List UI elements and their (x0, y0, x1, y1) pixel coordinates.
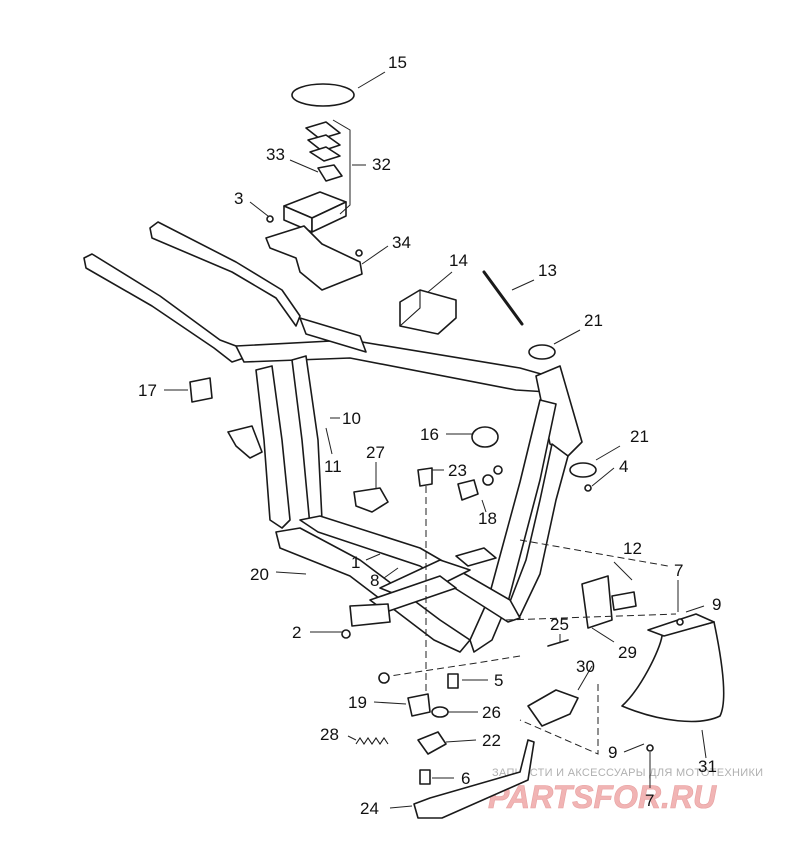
bracket-part (527, 689, 579, 727)
callout-9-top: 9 (712, 595, 721, 614)
callout-5: 5 (494, 671, 503, 690)
callout-8: 8 (370, 571, 379, 590)
spring-part (355, 737, 389, 745)
callout-10: 10 (342, 409, 361, 428)
screw-part (355, 249, 363, 257)
fuse-block-part (317, 164, 343, 182)
cover-part (399, 289, 457, 335)
callout-9-bottom: 9 (608, 743, 617, 762)
screw-part (584, 484, 592, 492)
gasket-part (291, 83, 355, 107)
callout-30: 30 (576, 657, 595, 676)
bolt-part (419, 769, 431, 785)
front-cover-part (621, 621, 725, 723)
bushing-part (528, 344, 556, 360)
callout-29: 29 (618, 643, 637, 662)
callout-34: 34 (392, 233, 411, 252)
watermark-caption: ЗАПЧАСТИ И АКСЕССУАРЫ ДЛЯ МОТОТЕХНИКИ (492, 767, 763, 779)
kickstand-part (413, 739, 535, 819)
callout-32: 32 (372, 155, 391, 174)
cap-part (417, 467, 433, 487)
bracket-part (457, 479, 479, 501)
callout-13: 13 (538, 261, 557, 280)
callout-6: 6 (461, 769, 470, 788)
callout-26: 26 (482, 703, 501, 722)
screw-part (266, 215, 274, 223)
engine-mount-part (471, 426, 499, 448)
callout-20: 20 (250, 565, 269, 584)
callout-3: 3 (234, 189, 243, 208)
callout-24: 24 (360, 799, 379, 818)
engine-mount-part (353, 487, 389, 513)
bolt-part (547, 639, 569, 647)
clip-part (417, 731, 447, 755)
washer-part (676, 618, 684, 626)
callout-31: 31 (698, 757, 717, 776)
mounting-bracket-part (265, 225, 363, 291)
callout-27: 27 (366, 443, 385, 462)
callout-25: 25 (550, 615, 569, 634)
callout-7-top: 7 (674, 561, 683, 580)
callout-4: 4 (619, 457, 628, 476)
electrical-box-part (311, 201, 347, 233)
callout-1: 1 (351, 553, 360, 572)
callout-7-bottom: 7 (645, 791, 654, 810)
washer-part (646, 744, 654, 752)
callout-2: 2 (292, 623, 301, 642)
nut-part (431, 706, 449, 718)
callout-16: 16 (420, 425, 439, 444)
bolt-part (447, 673, 459, 689)
bracket-part (581, 575, 613, 629)
callout-19: 19 (348, 693, 367, 712)
bushing-part (569, 462, 597, 478)
watermark-logo: PARTSFOR.RU (488, 779, 717, 815)
pad-part (307, 134, 341, 152)
callout-23: 23 (448, 461, 467, 480)
pad-part (305, 121, 341, 140)
bracket-part (407, 693, 431, 717)
callout-14: 14 (449, 251, 468, 270)
pad-part (309, 146, 341, 162)
motorcycle-frame (83, 221, 583, 653)
callout-33: 33 (266, 145, 285, 164)
callout-11: 11 (324, 457, 342, 476)
callout-12: 12 (623, 539, 642, 558)
callout-21-bottom: 21 (630, 427, 649, 446)
callout-28: 28 (320, 725, 339, 744)
callout-22: 22 (482, 731, 501, 750)
lug-part (349, 603, 391, 627)
callout-21-top: 21 (584, 311, 603, 330)
callout-18: 18 (478, 509, 497, 528)
plate-part (189, 377, 213, 403)
callout-17: 17 (138, 381, 157, 400)
callout-15: 15 (388, 53, 407, 72)
rod-part (482, 270, 524, 326)
